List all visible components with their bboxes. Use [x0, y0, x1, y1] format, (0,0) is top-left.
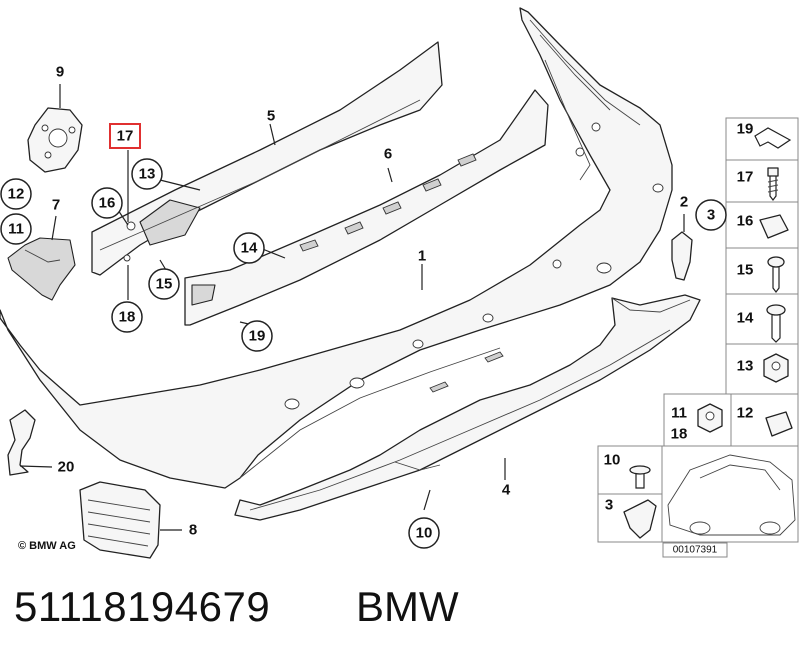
- callout-4: 4: [502, 482, 511, 499]
- legend-3-label: 3: [605, 497, 613, 514]
- callout-1: 1: [418, 248, 426, 265]
- copyright-label: © BMW AG: [18, 540, 76, 552]
- callout-8-label: 8: [189, 522, 197, 539]
- legend-18-label: 18: [671, 426, 688, 443]
- callout-17-highlighted: 17: [109, 123, 141, 149]
- legend-10-label: 10: [604, 452, 621, 469]
- callout-15-label: 15: [156, 276, 173, 293]
- callout-7-label: 7: [52, 197, 60, 214]
- callout-17-label: 17: [117, 128, 134, 145]
- callout-19: 19: [241, 320, 273, 352]
- legend-13-label: 13: [737, 358, 754, 375]
- callout-20-label: 20: [58, 459, 75, 476]
- callout-18-label: 18: [119, 309, 136, 326]
- callout-4-label: 4: [502, 482, 511, 499]
- callout-20: 20: [58, 459, 75, 476]
- bracket-part-7: [7, 237, 76, 301]
- callout-7: 7: [52, 197, 60, 214]
- callout-2-label: 2: [680, 194, 688, 211]
- gasket-part-9: [27, 107, 83, 173]
- lower-trim: [234, 294, 701, 521]
- callout-6: 6: [384, 146, 392, 163]
- legend-11-label: 11: [671, 405, 687, 422]
- brand-name: BMW: [356, 583, 459, 630]
- callout-16-label: 16: [99, 195, 116, 212]
- bumper-carrier: [91, 41, 443, 276]
- part-number: 51118194679: [14, 583, 271, 630]
- callout-12-label: 12: [8, 186, 25, 203]
- grille-part-8: [79, 481, 161, 559]
- callout-5: 5: [267, 108, 275, 125]
- legend-19-label: 19: [737, 121, 754, 138]
- callout-11-label: 11: [8, 221, 24, 238]
- callout-9-label: 9: [56, 64, 64, 81]
- callout-16: 16: [91, 187, 123, 219]
- cap-part-2: [671, 231, 693, 281]
- hook-part-20: [7, 409, 36, 476]
- callout-1-label: 1: [418, 248, 426, 265]
- callout-12: 12: [0, 178, 32, 210]
- legend-12-label: 12: [737, 405, 754, 422]
- callout-10: 10: [408, 517, 440, 549]
- fastener-legend: [597, 117, 799, 543]
- callout-15: 15: [148, 268, 180, 300]
- callout-14: 14: [233, 232, 265, 264]
- callout-19-label: 19: [249, 328, 266, 345]
- callout-18: 18: [111, 301, 143, 333]
- callout-2: 2: [680, 194, 688, 211]
- drawing-number: 00107391: [673, 545, 718, 556]
- callout-10-label: 10: [416, 525, 433, 542]
- legend-16-label: 16: [737, 213, 754, 230]
- callout-13: 13: [131, 158, 163, 190]
- legend-14-label: 14: [737, 310, 754, 327]
- energy-absorber: [184, 89, 549, 326]
- callout-5-label: 5: [267, 108, 275, 125]
- callout-14-label: 14: [241, 240, 258, 257]
- callout-11: 11: [0, 213, 32, 245]
- legend-17-label: 17: [737, 169, 754, 186]
- callout-9: 9: [56, 64, 64, 81]
- legend-15-label: 15: [737, 262, 754, 279]
- callout-6-label: 6: [384, 146, 392, 163]
- callout-3-label: 3: [707, 207, 715, 224]
- callout-13-label: 13: [139, 166, 156, 183]
- callout-3: 3: [695, 199, 727, 231]
- bumper-cover: [0, 7, 673, 489]
- callout-8: 8: [189, 522, 197, 539]
